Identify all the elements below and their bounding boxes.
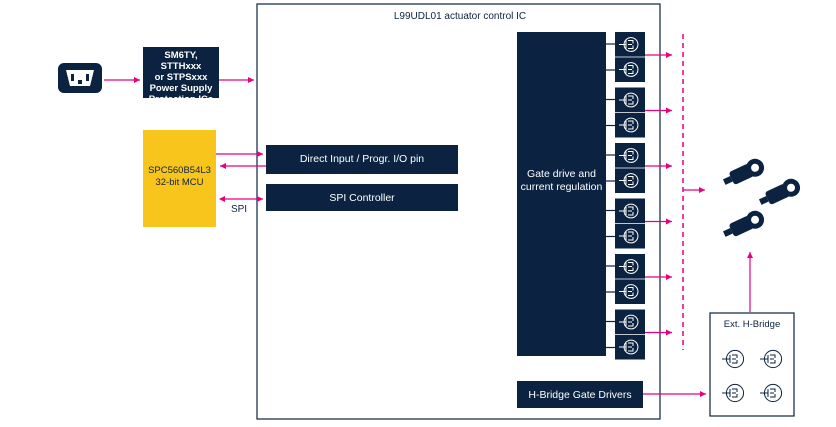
direct-input-block	[266, 145, 458, 174]
ic-title: L99UDL01 actuator control IC	[393, 11, 527, 22]
ext-hbridge-mosfets	[722, 349, 783, 403]
spi-controller-block	[266, 184, 458, 211]
protection-line: Power Supply	[149, 83, 213, 94]
mosfet-icon	[722, 349, 745, 369]
mosfet-pair	[606, 254, 645, 304]
solenoid-valve-icon	[758, 178, 801, 205]
spi-label: SPI	[230, 204, 248, 215]
mosfet-pair	[606, 309, 645, 360]
ext-hbridge-title: Ext. H-Bridge	[723, 319, 781, 330]
mosfet-icon	[619, 228, 639, 244]
mosfet-icon	[619, 117, 639, 133]
mosfet-icon	[619, 314, 639, 330]
power-plug-icon	[58, 63, 102, 93]
spi-controller-label: SPI Controller	[329, 192, 395, 204]
mosfet-pair	[606, 87, 645, 138]
gate-drive-block	[517, 32, 606, 356]
mcu-line: 32-bit MCU	[155, 177, 204, 188]
direct-input-label: Direct Input / Progr. I/O pin	[299, 153, 425, 165]
mosfet-icon	[619, 259, 639, 274]
mosfet-icon	[760, 349, 783, 369]
mosfet-icon	[619, 37, 639, 52]
mosfet-pair	[606, 32, 645, 82]
mosfet-icon	[619, 173, 639, 188]
protection-ic-block	[143, 47, 219, 98]
protection-ic-label: SM6TY, STTHxxx or STPSxxx Power Supply P…	[143, 50, 219, 105]
mosfet-icon	[619, 203, 639, 219]
mosfet-icon	[619, 339, 639, 355]
solenoid-valve-icon	[722, 210, 765, 237]
mosfet-icon	[619, 284, 639, 299]
mosfet-icon	[722, 383, 745, 403]
protection-line: SM6TY, STTHxxx	[160, 50, 202, 72]
gate-drive-label: Gate drive and current regulation	[517, 168, 606, 194]
mosfet-icon	[760, 383, 783, 403]
mcu-line: SPC560B54L3	[148, 165, 211, 176]
gate-drive-line: Gate drive and	[527, 168, 596, 180]
solenoid-valve-icon	[722, 158, 765, 185]
low-side-mosfet-array	[606, 32, 672, 360]
protection-line: Protection ICs	[148, 94, 214, 105]
hbridge-gate-drivers-block	[517, 381, 643, 408]
mcu-block	[143, 130, 216, 227]
mosfet-icon	[619, 148, 639, 163]
mosfet-icon	[619, 62, 639, 77]
mcu-label: SPC560B54L3 32-bit MCU	[143, 165, 216, 189]
gate-drive-line: current regulation	[520, 181, 603, 193]
protection-line: or STPSxxx	[154, 72, 208, 83]
mosfet-pair	[606, 198, 645, 249]
mosfet-icon	[619, 92, 639, 108]
mosfet-pair	[606, 143, 645, 193]
hbridge-drivers-label: H-Bridge Gate Drivers	[528, 389, 632, 401]
